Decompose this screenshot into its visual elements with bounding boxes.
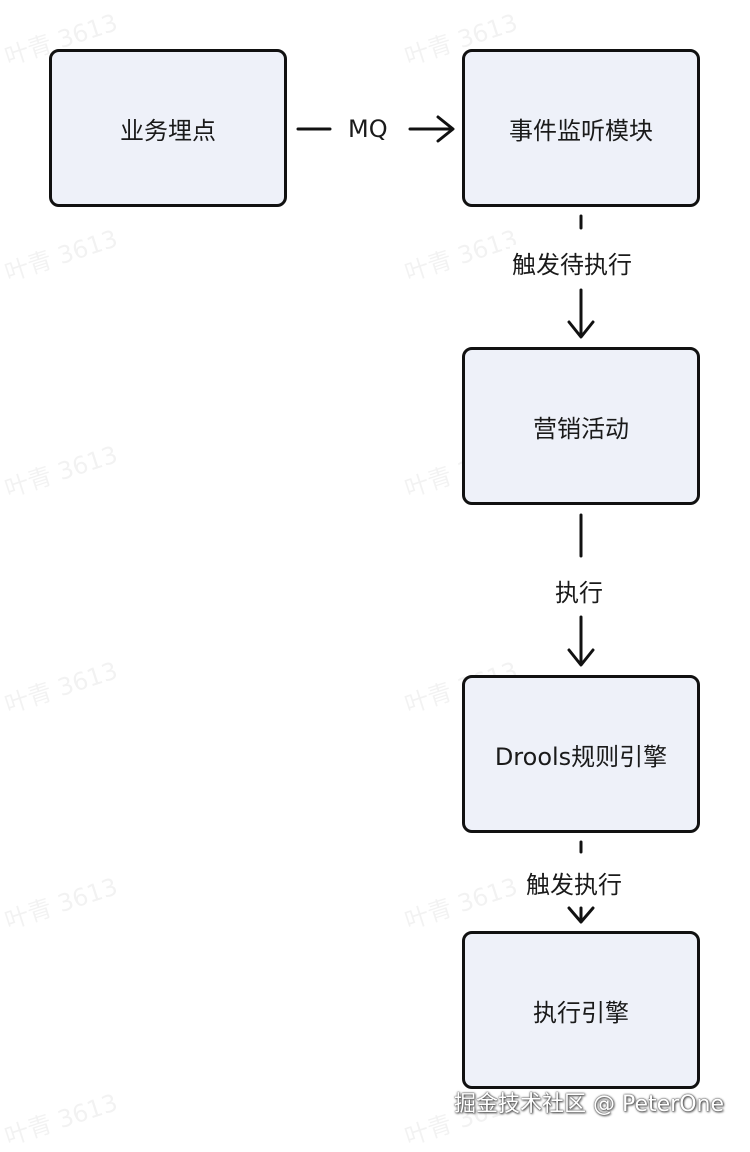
node-burying-point-label: 业务埋点 — [120, 116, 216, 145]
edge-trigger-execute-arrowhead — [567, 906, 595, 924]
edge-execute-arrowhead — [567, 648, 595, 667]
node-burying-point: 业务埋点 — [49, 49, 287, 207]
edge-label-mq: MQ — [346, 115, 390, 143]
edge-label-execute: 执行 — [553, 573, 605, 608]
node-execution-engine: 执行引擎 — [462, 931, 700, 1089]
node-execution-engine-label: 执行引擎 — [533, 998, 629, 1027]
node-drools-engine: Drools规则引擎 — [462, 675, 700, 833]
edge-trigger-pending-arrowhead — [567, 320, 595, 339]
node-event-listener: 事件监听模块 — [462, 49, 700, 207]
footer-credit: 掘金技术社区 @ PeterOne — [453, 1092, 724, 1117]
edge-mq-arrowhead — [436, 115, 455, 143]
edge-label-trigger-pending: 触发待执行 — [510, 245, 634, 280]
edge-label-trigger-execute: 触发执行 — [524, 865, 624, 900]
node-event-listener-label: 事件监听模块 — [509, 116, 653, 145]
node-marketing-activity: 营销活动 — [462, 347, 700, 505]
node-marketing-activity-label: 营销活动 — [533, 414, 629, 443]
node-drools-engine-label: Drools规则引擎 — [494, 742, 668, 771]
